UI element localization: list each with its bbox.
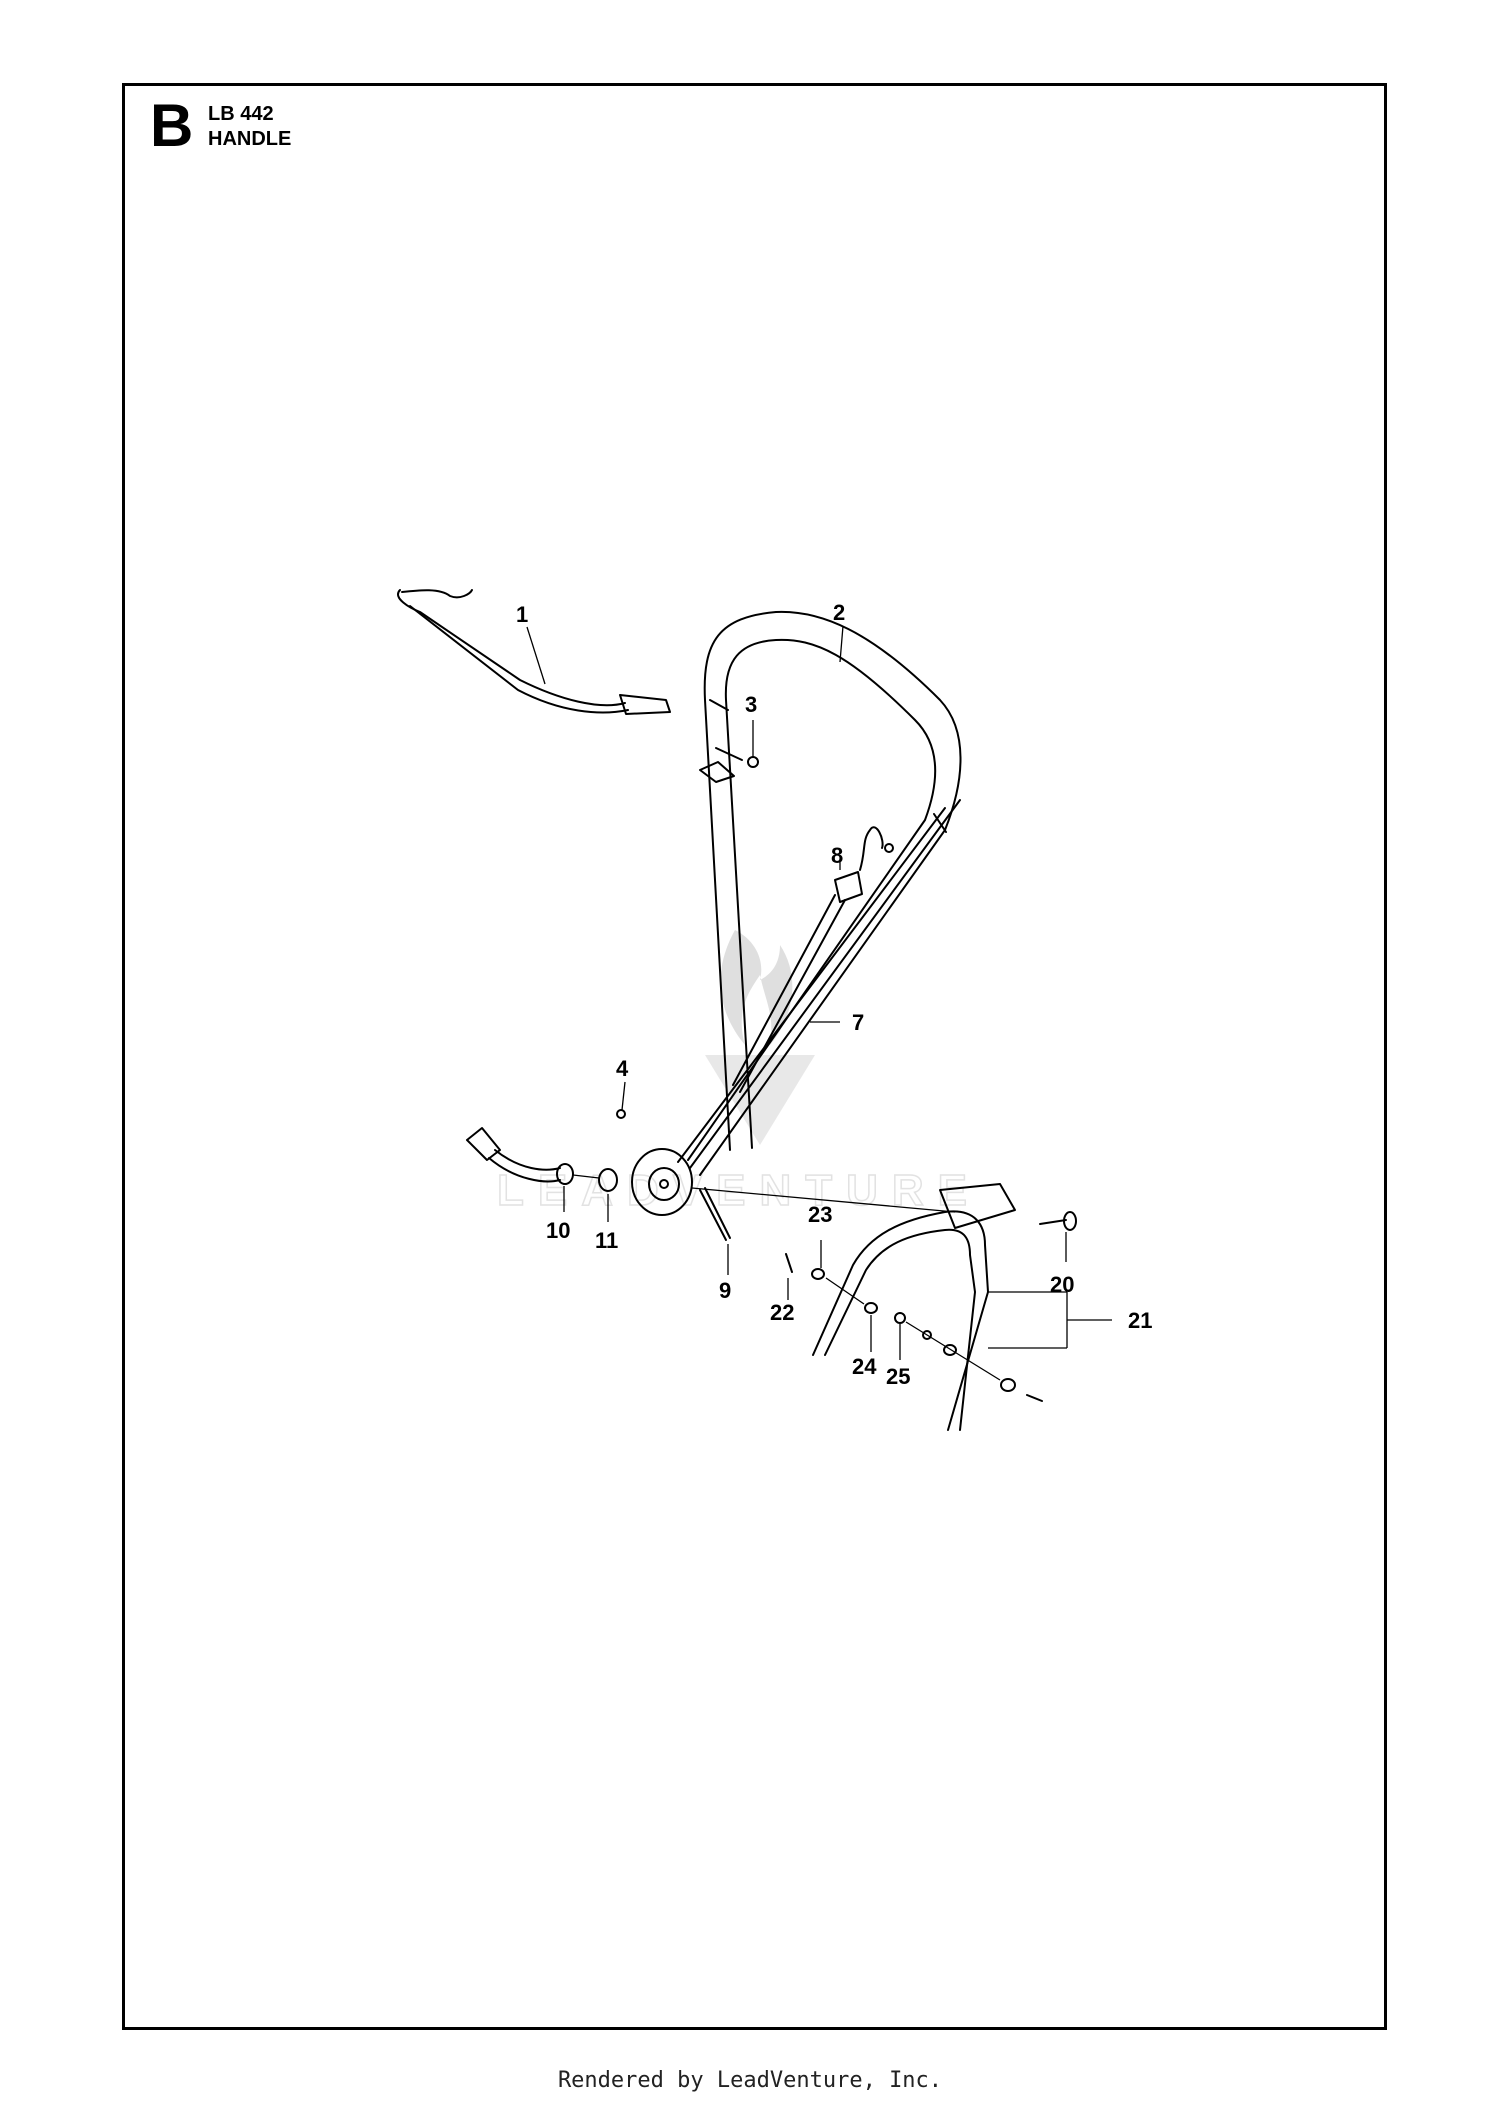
part-25-nut [894, 1312, 906, 1324]
callout-2: 2 [833, 600, 845, 625]
part-8-screw [884, 843, 894, 853]
callout-23: 23 [808, 1202, 832, 1227]
callout-11: 11 [595, 1228, 618, 1253]
callout-7: 7 [852, 1010, 864, 1035]
part-7-support-bar [677, 799, 961, 1169]
callout-22: 22 [770, 1300, 794, 1325]
callout-4: 4 [616, 1056, 629, 1081]
section-letter: B [150, 92, 194, 159]
alignment-line [691, 1187, 956, 1213]
part-24-washer [864, 1302, 878, 1314]
callout-9: 9 [719, 1278, 731, 1303]
callout-21: 21 [1128, 1308, 1152, 1333]
part-2-handle-bar [687, 610, 962, 1176]
callout-8: 8 [831, 843, 843, 868]
part-4-nut [616, 1109, 626, 1119]
part-1-control-cable [397, 589, 671, 715]
diagram-frame [122, 83, 1387, 2030]
footer-credit: Rendered by LeadVenture, Inc. [557, 2068, 943, 2093]
part-10-knob [466, 1127, 574, 1185]
callout-1: 1 [516, 602, 528, 627]
part-25-nut-lower [922, 1330, 932, 1340]
part-20-bolt [1039, 1211, 1077, 1231]
part-11-washer [598, 1168, 618, 1192]
watermark-logo-icon [705, 930, 815, 1145]
callout-10: 10 [546, 1218, 570, 1243]
part-23-washer-lower [1000, 1378, 1016, 1392]
callout-24: 24 [852, 1354, 877, 1379]
model-label: LB 442 [208, 103, 274, 125]
section-title: HANDLE [208, 128, 292, 150]
part-24-washer-lower [943, 1344, 957, 1356]
callout-25: 25 [886, 1364, 910, 1389]
watermark-text: LEADVENTURE [497, 1166, 981, 1215]
part-22-bolt [785, 1253, 793, 1273]
callout-20: 20 [1050, 1272, 1074, 1297]
part-22-bolt-lower [1026, 1394, 1043, 1402]
part-9-bolt [699, 1187, 731, 1241]
callout-3: 3 [745, 692, 757, 717]
part-21-lower-handle [812, 1183, 1016, 1431]
leader-lines [526, 625, 1112, 1360]
pivot-hub [631, 1148, 693, 1216]
part-8-throttle-lever [732, 826, 884, 1093]
part-23-washer [811, 1268, 825, 1280]
